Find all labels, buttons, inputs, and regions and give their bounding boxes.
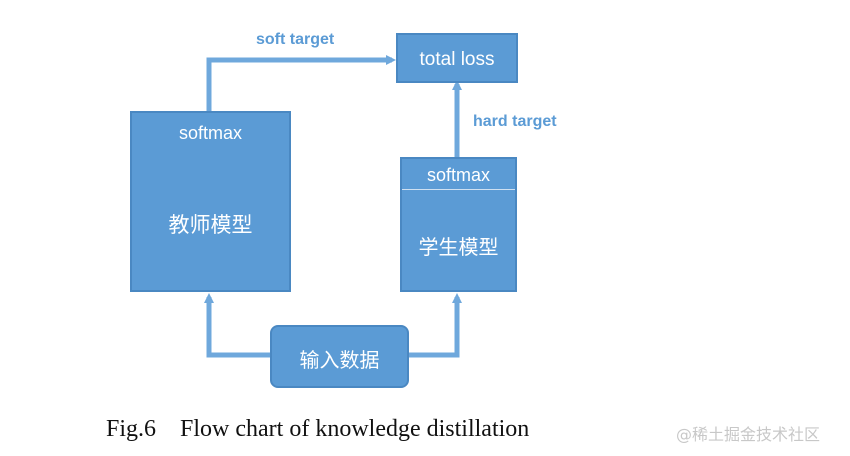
input-to-student-arrow <box>406 293 462 358</box>
teacher-model-label: 教师模型 <box>168 213 253 237</box>
input-to-teacher-arrow <box>204 293 272 358</box>
hard-target-label: hard target <box>473 113 557 130</box>
total-loss-box: total loss <box>396 33 518 83</box>
student-softmax-label: softmax <box>426 165 491 185</box>
watermark: @稀土掘金技术社区 <box>676 425 821 444</box>
soft-target-arrow <box>206 55 396 112</box>
soft-target-label: soft target <box>256 31 335 48</box>
total-loss-label: total loss <box>419 49 495 70</box>
figure-caption: Fig.6 Flow chart of knowledge distillati… <box>106 416 530 442</box>
student-model-box: softmax 学生模型 <box>400 157 517 292</box>
student-model-label: 学生模型 <box>418 235 499 259</box>
teacher-model-box: softmax 教师模型 <box>130 111 291 292</box>
input-data-box: 输入数据 <box>270 325 409 388</box>
input-data-label: 输入数据 <box>299 348 380 372</box>
teacher-softmax-label: softmax <box>178 123 243 143</box>
student-divider <box>402 189 515 190</box>
